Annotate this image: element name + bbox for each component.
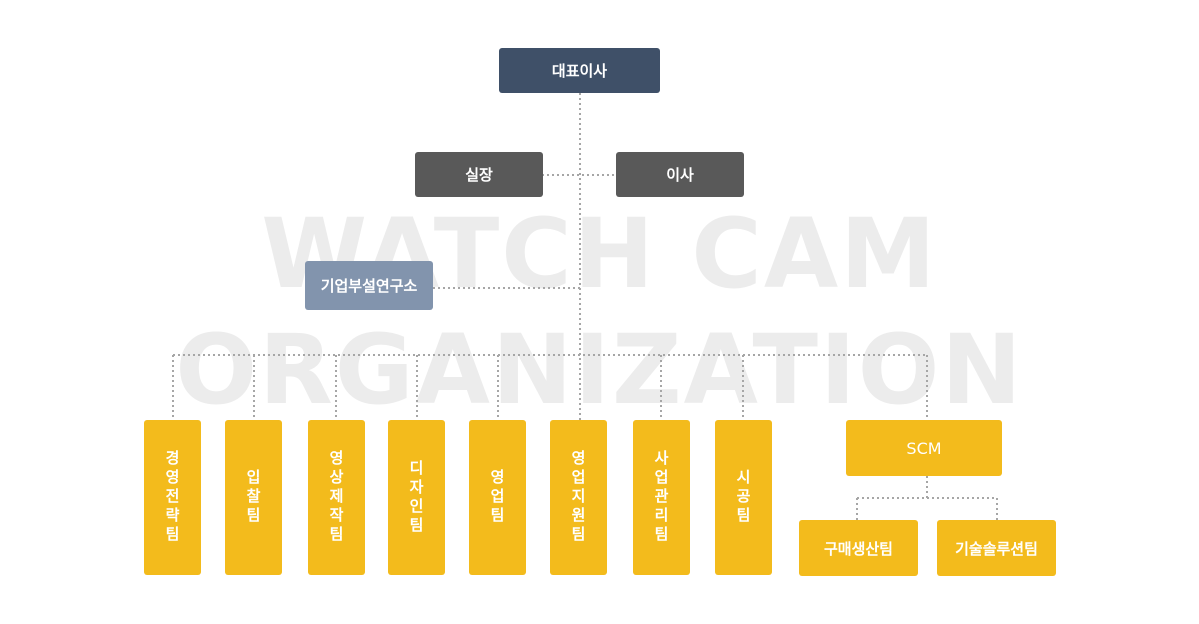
research-lab-box: 기업부설연구소 xyxy=(305,261,433,310)
team-label: 시공팀 xyxy=(734,469,752,526)
team-box-strategy: 경영전략팀 xyxy=(144,420,201,575)
team-box-video: 영상제작팀 xyxy=(308,420,365,575)
director-box: 이사 xyxy=(616,152,744,197)
scm-team-label: 기술솔루션팀 xyxy=(955,539,1038,558)
scm-box: SCM xyxy=(846,420,1002,476)
scm-label: SCM xyxy=(906,438,942,458)
team-label: 영업팀 xyxy=(488,469,506,526)
research-lab-label: 기업부설연구소 xyxy=(320,277,418,295)
scm-team-box-procurement: 구매생산팀 xyxy=(799,520,918,576)
director-label: 이사 xyxy=(666,166,694,184)
office-head-label: 실장 xyxy=(465,166,493,184)
team-label: 영업지원팀 xyxy=(569,450,587,545)
team-box-bidding: 입찰팀 xyxy=(225,420,282,575)
team-box-sales-support: 영업지원팀 xyxy=(550,420,607,575)
team-box-sales: 영업팀 xyxy=(469,420,526,575)
office-head-box: 실장 xyxy=(415,152,543,197)
team-box-business-management: 사업관리팀 xyxy=(633,420,690,575)
scm-team-label: 구매생산팀 xyxy=(823,539,893,558)
team-label: 경영전략팀 xyxy=(163,450,181,545)
ceo-label: 대표이사 xyxy=(551,62,608,80)
team-label: 영상제작팀 xyxy=(327,450,345,545)
team-box-construction: 시공팀 xyxy=(715,420,772,575)
team-label: 사업관리팀 xyxy=(652,450,670,545)
team-box-design: 디자인팀 xyxy=(388,420,445,575)
ceo-box: 대표이사 xyxy=(499,48,660,93)
watermark-line-2: ORGANIZATION xyxy=(175,314,1024,426)
scm-team-box-tech-solution: 기술솔루션팀 xyxy=(937,520,1056,576)
scm-connector xyxy=(856,476,998,520)
team-label: 디자인팀 xyxy=(407,459,425,536)
team-label: 입찰팀 xyxy=(244,469,262,526)
